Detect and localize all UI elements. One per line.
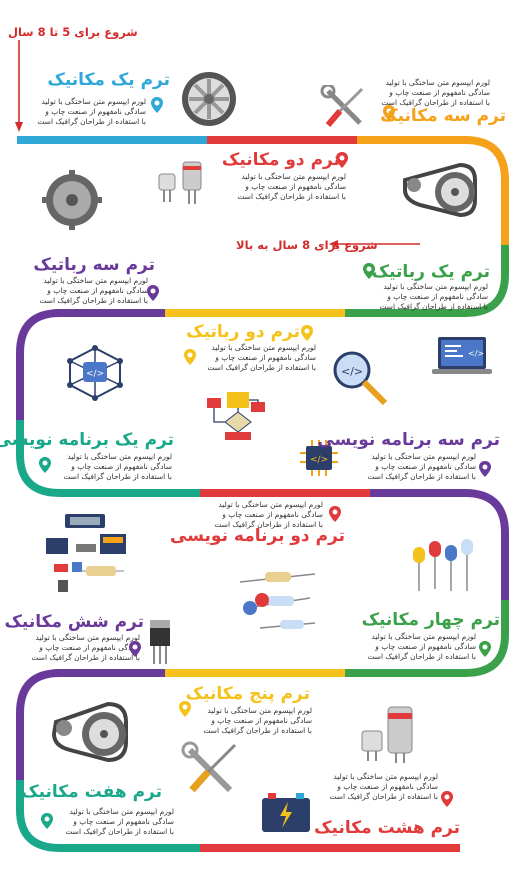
svg-text:</>: </> (468, 349, 484, 358)
start-label-5-8: شروع برای 5 تا 8 سال (8, 25, 138, 39)
wrench-screwdriver-icon (320, 85, 364, 127)
flowchart-icon (207, 392, 265, 440)
magnifier-code-icon: </> (333, 351, 388, 406)
location-pin-icon (479, 461, 491, 477)
location-pin-icon (179, 701, 191, 717)
transistor-icon (150, 620, 170, 664)
svg-text:</>: </> (86, 369, 104, 379)
location-pin-icon (363, 263, 375, 279)
term-block: ترم هشت مکانیک (314, 818, 460, 838)
svg-text:</>: </> (310, 455, 328, 465)
term-block: ترم سه رباتیک (33, 255, 155, 275)
chip-icon: </> (300, 440, 338, 476)
location-pin-icon (147, 285, 159, 301)
belt-gear-icon (403, 162, 477, 218)
network-code-icon: </> (67, 345, 123, 401)
location-pin-icon (41, 813, 53, 829)
wheel-icon (182, 72, 236, 126)
gear-icon (42, 170, 102, 230)
location-pin-icon (39, 457, 51, 473)
location-pin-icon (329, 506, 341, 522)
term-block: ترم یک مکانیک (30, 70, 170, 90)
laptop-code-icon: </> (432, 337, 492, 374)
term-block: ترم چهار مکانیک (361, 610, 500, 630)
term-block: ترم سه مکانیک (380, 106, 506, 126)
term-block: ترم پنج مکانیک (185, 684, 310, 704)
location-pin-icon (301, 325, 313, 341)
electronic-components-icon (46, 514, 126, 592)
wrench-screwdriver-icon (181, 741, 237, 793)
capacitor-icon (158, 161, 202, 204)
belt-gear-icon (51, 701, 128, 763)
location-pin-icon (479, 641, 491, 657)
location-pin-icon (383, 105, 395, 121)
resistors-icon (240, 572, 315, 629)
term-block: ترم یک برنامه نویسی (0, 430, 174, 450)
battery-icon (262, 793, 310, 832)
location-pin-icon (129, 641, 141, 657)
term-block: ترم شش مکانیک (4, 612, 144, 632)
term-block: ترم سه برنامه نویسی (317, 430, 500, 450)
term-block: ترم یک رباتیک (371, 262, 490, 282)
location-pin-icon (151, 97, 163, 113)
led-icon (413, 539, 473, 591)
svg-text:</>: </> (341, 365, 363, 378)
location-pin-icon (184, 349, 196, 365)
start-label-8-up: شروع برای 8 سال به بالا (236, 238, 378, 252)
term-block: ترم دو رباتیک (186, 322, 300, 342)
location-pin-icon (336, 152, 348, 168)
term-block: ترم دو مکانیک (221, 150, 340, 170)
term-block: ترم دو برنامه نویسی (170, 526, 345, 546)
location-pin-icon (441, 791, 453, 807)
term-block: ترم هفت مکانیک (21, 782, 162, 802)
capacitor-icon (361, 706, 413, 763)
term-title: ترم یک مکانیک (47, 70, 170, 90)
